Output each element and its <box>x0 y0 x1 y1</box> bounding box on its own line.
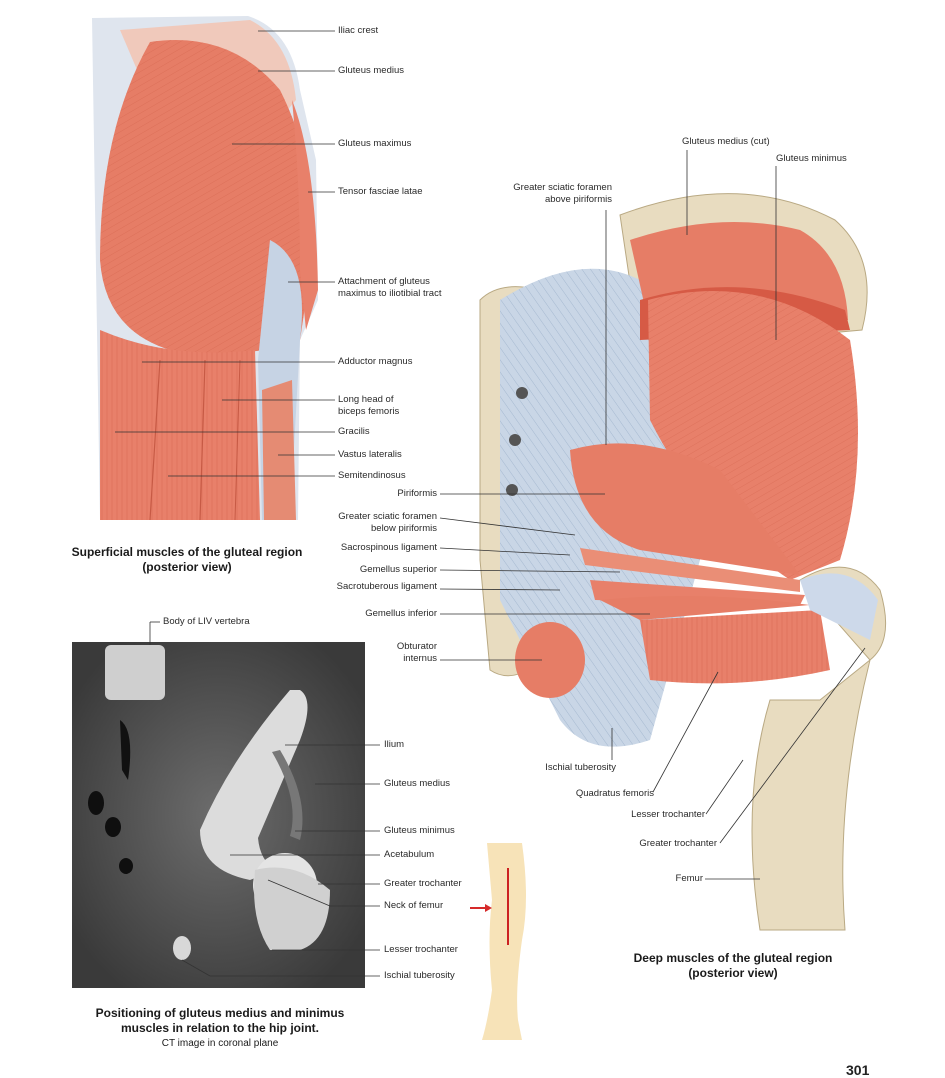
caption-ct-line2: muscles in relation to the hip joint. <box>120 1021 320 1035</box>
caption-superficial-line2: (posterior view) <box>142 560 232 574</box>
label-iliac-crest: Iliac crest <box>338 25 379 36</box>
ct-image <box>72 642 365 988</box>
superficial-illustration <box>92 16 318 521</box>
label-acetabulum: Acetabulum <box>384 849 435 860</box>
label-long-head-line2: biceps femoris <box>338 406 400 417</box>
label-neck-of-femur: Neck of femur <box>384 900 444 911</box>
label-sacrospinous: Sacrospinous ligament <box>340 542 437 553</box>
deep-illustration <box>479 193 887 931</box>
label-piriformis: Piriformis <box>397 488 437 499</box>
label-gracilis: Gracilis <box>338 426 370 437</box>
leg-orientation-figure <box>470 843 526 1040</box>
label-gluteus-maximus: Gluteus maximus <box>338 138 412 149</box>
label-gemellus-inferior: Gemellus inferior <box>365 608 437 619</box>
label-lesser-trochanter: Lesser trochanter <box>631 809 705 820</box>
label-greater-trochanter: Greater trochanter <box>639 838 717 849</box>
label-obturator-line2: internus <box>403 653 437 664</box>
label-attachment-line2: maximus to iliotibial tract <box>338 288 442 299</box>
label-long-head-biceps: Long head of biceps femoris <box>338 394 399 418</box>
page-number: 301 <box>846 1062 870 1078</box>
label-gsf-above-line1: Greater sciatic foramen <box>513 182 612 193</box>
caption-ct-line1: Positioning of gluteus medius and minimu… <box>95 1006 345 1020</box>
caption-ct: Positioning of gluteus medius and minimu… <box>70 1006 370 1051</box>
label-gsf-above-line2: above piriformis <box>544 194 612 205</box>
label-gsf-below: Greater sciatic foramen below piriformis <box>300 511 437 535</box>
caption-deep: Deep muscles of the gluteal region (post… <box>608 951 858 981</box>
label-gsf-above: Greater sciatic foramen above piriformis <box>470 182 612 206</box>
label-adductor-magnus: Adductor magnus <box>338 356 413 367</box>
label-ct-gluteus-minimus: Gluteus minimus <box>384 825 455 836</box>
caption-superficial: Superficial muscles of the gluteal regio… <box>62 545 312 575</box>
label-vastus-lateralis: Vastus lateralis <box>338 449 402 460</box>
label-semitendinosus: Semitendinosus <box>338 470 406 481</box>
label-quadratus-femoris: Quadratus femoris <box>575 788 654 799</box>
label-long-head-line1: Long head of <box>338 394 394 405</box>
label-obturator-line1: Obturator <box>396 641 437 652</box>
label-attachment-line1: Attachment of gluteus <box>338 276 430 287</box>
label-gluteus-medius: Gluteus medius <box>338 65 405 76</box>
caption-superficial-line1: Superficial muscles of the gluteal regio… <box>71 545 303 559</box>
label-sacrotuberous: Sacrotuberous ligament <box>336 581 437 592</box>
label-gemellus-superior: Gemellus superior <box>359 564 437 575</box>
label-ilium: Ilium <box>384 739 405 750</box>
caption-deep-line2: (posterior view) <box>688 966 778 980</box>
label-ct-lesser-trochanter: Lesser trochanter <box>384 944 458 955</box>
label-femur: Femur <box>675 873 703 884</box>
label-gsf-below-line2: below piriformis <box>371 523 437 534</box>
caption-deep-line1: Deep muscles of the gluteal region <box>633 951 833 965</box>
label-ct-gluteus-medius: Gluteus medius <box>384 778 451 789</box>
label-obturator-internus: Obturator internus <box>300 641 437 665</box>
label-ischial-tuberosity: Ischial tuberosity <box>545 762 616 773</box>
label-ct-greater-trochanter: Greater trochanter <box>384 878 462 889</box>
label-tensor-fasciae-latae: Tensor fasciae latae <box>338 186 423 197</box>
deep-leader-lines <box>439 150 866 880</box>
label-gluteus-medius-cut: Gluteus medius (cut) <box>682 136 770 147</box>
caption-ct-sub: CT image in coronal plane <box>161 1038 279 1049</box>
label-body-liv-vertebra: Body of LIV vertebra <box>163 616 250 627</box>
label-gsf-below-line1: Greater sciatic foramen <box>338 511 437 522</box>
label-attachment-gluteus: Attachment of gluteus maximus to iliotib… <box>338 276 441 300</box>
superficial-leader-lines <box>115 30 335 477</box>
label-ct-ischial-tuberosity: Ischial tuberosity <box>384 970 455 981</box>
ct-leader-lines <box>149 621 380 977</box>
label-gluteus-minimus: Gluteus minimus <box>776 153 847 164</box>
